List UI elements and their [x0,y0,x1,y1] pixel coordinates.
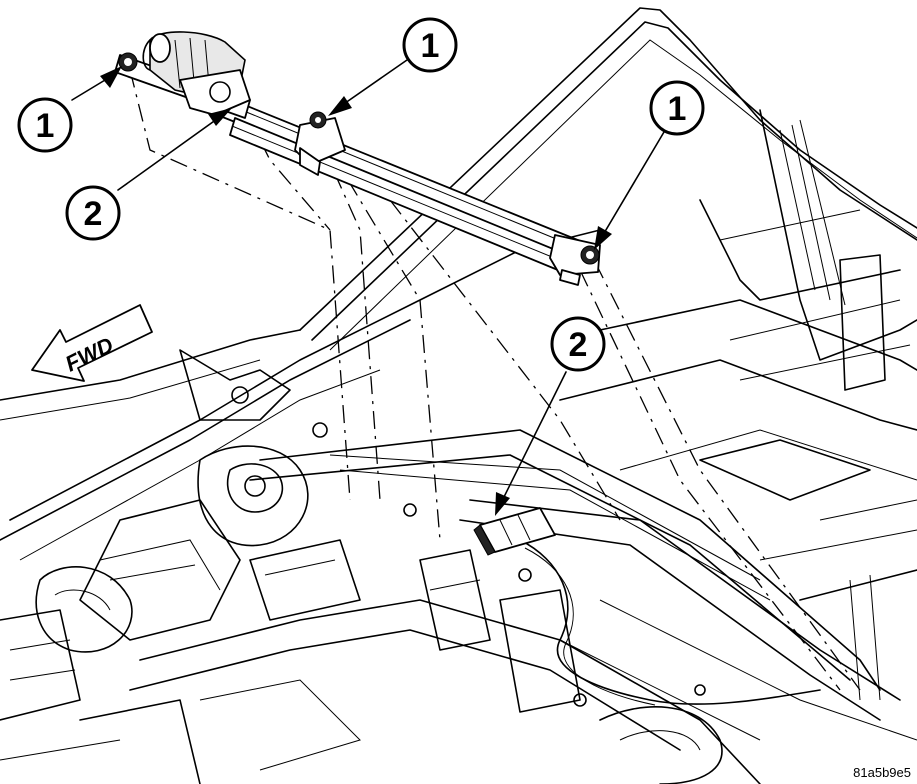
vehicle-body [0,7,917,784]
callout-1a: 1 [17,97,73,153]
installation-guide-lines [129,69,861,691]
forward-direction-arrow: FWD [31,304,153,382]
svg-text:1: 1 [668,90,687,128]
svg-text:1: 1 [36,107,55,145]
callout-2a: 2 [65,185,121,241]
wiper-module [114,31,601,286]
figure-reference-id: 81a5b9e5 [853,765,911,780]
svg-text:2: 2 [84,195,103,233]
callout-2b: 2 [550,316,606,372]
callout-1b: 1 [402,17,458,73]
svg-text:2: 2 [569,326,588,364]
callout-1c: 1 [649,80,705,136]
callout-leaders [71,59,665,516]
wiper-connector [473,507,556,556]
svg-text:1: 1 [421,27,440,65]
